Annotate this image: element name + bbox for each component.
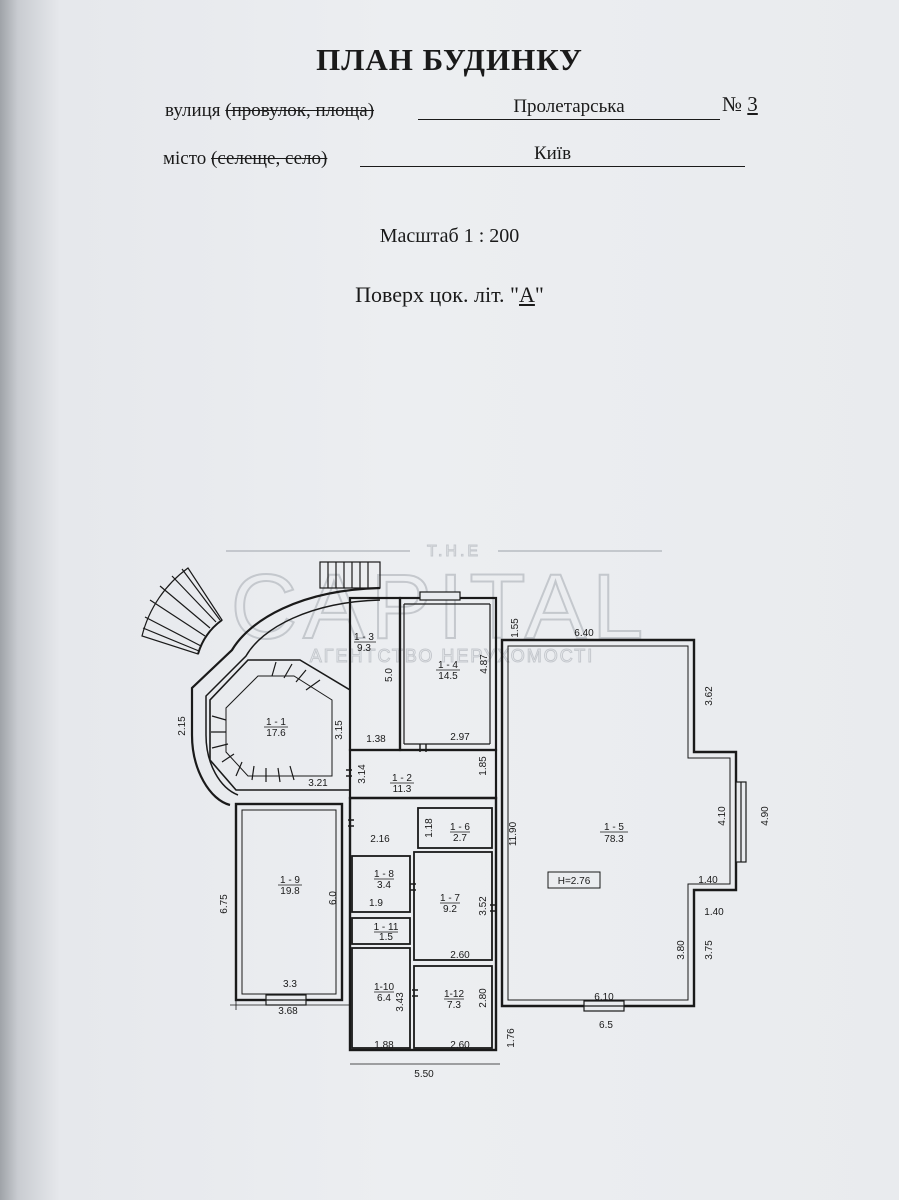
dim-6-75: 6.75 xyxy=(219,894,230,914)
room-1-8-area: 3.4 xyxy=(377,880,391,891)
dim-1-18: 1.18 xyxy=(424,818,435,838)
room-1-3-area: 9.3 xyxy=(357,643,371,654)
dim-2-97: 2.97 xyxy=(450,732,470,743)
room-1-10-area: 6.4 xyxy=(377,993,391,1004)
height-label: H=2.76 xyxy=(558,876,591,887)
dim-3-68: 3.68 xyxy=(278,1006,298,1017)
scale-text: Масштаб 1 : 200 xyxy=(379,225,520,247)
dim-3-43: 3.43 xyxy=(395,992,406,1012)
room-1-1-id: 1 - 1 xyxy=(266,717,286,728)
room-1-7-id: 1 - 7 xyxy=(440,893,460,904)
dim-6-40: 6.40 xyxy=(574,628,594,639)
dim-4-87: 4.87 xyxy=(479,654,490,674)
room-1-2-area: 11.3 xyxy=(393,784,412,795)
dim-11-90: 11.90 xyxy=(508,821,519,846)
room-1-11-id: 1 - 11 xyxy=(374,922,399,933)
dim-3-52: 3.52 xyxy=(478,896,489,916)
curved-stairs xyxy=(141,567,223,655)
room-1-5-id: 1 - 5 xyxy=(604,822,624,833)
walls xyxy=(141,561,747,1052)
city-struck-options: (селеще, село) xyxy=(211,148,328,169)
dim-1-38: 1.38 xyxy=(366,734,386,745)
watermark: T.H.E CAPITAL АГЕНТСТВО НЕРУХОМОСТІ xyxy=(226,543,662,667)
city-value: Київ xyxy=(360,143,745,167)
dim-1-55: 1.55 xyxy=(510,618,521,638)
room-1-7-area: 9.2 xyxy=(443,904,457,915)
room-labels: 1 - 3 9.3 1 - 4 14.5 1 - 1 17.6 1 - 2 11… xyxy=(264,632,628,1011)
document-title: ПЛАН БУДИНКУ xyxy=(316,42,583,77)
street-value: Пролетарська xyxy=(418,96,720,120)
room-1-4-id: 1 - 4 xyxy=(438,660,458,671)
dim-2-60-b: 2.60 xyxy=(450,1040,470,1051)
room-1-9-area: 19.8 xyxy=(280,886,300,897)
watermark-main: CAPITAL xyxy=(231,556,650,658)
dim-2-15: 2.15 xyxy=(177,716,188,736)
dim-3-14: 3.14 xyxy=(357,764,368,784)
room-1-8-id: 1 - 8 xyxy=(374,869,394,880)
entrance-stairs xyxy=(319,561,381,589)
dim-3-21: 3.21 xyxy=(308,778,328,789)
room-1-5-area: 78.3 xyxy=(604,834,624,845)
dim-5-0: 5.0 xyxy=(384,668,395,682)
dim-1-40-b: 1.40 xyxy=(704,907,724,918)
room-1-6-area: 2.7 xyxy=(453,833,467,844)
dim-1-76: 1.76 xyxy=(506,1028,517,1048)
dim-3-75: 3.75 xyxy=(704,940,715,960)
street-struck-options: (провулок, площа) xyxy=(225,100,375,121)
dim-6-0: 6.0 xyxy=(328,891,339,905)
dim-4-90: 4.90 xyxy=(760,806,771,826)
dim-6-5: 6.5 xyxy=(599,1020,613,1031)
room-1-4-area: 14.5 xyxy=(438,671,458,682)
room-1-6-id: 1 - 6 xyxy=(450,822,470,833)
dim-2-60-a: 2.60 xyxy=(450,950,470,961)
dim-4-10: 4.10 xyxy=(717,806,728,826)
room-1-11-area: 1.5 xyxy=(379,932,393,943)
dim-3-62: 3.62 xyxy=(704,686,715,706)
room-1-1-area: 17.6 xyxy=(266,728,286,739)
dim-3-80: 3.80 xyxy=(676,940,687,960)
watermark-top: T.H.E xyxy=(427,543,481,560)
room-1-10-id: 1-10 xyxy=(374,982,394,993)
floor-prefix: Поверх цок. літ. " xyxy=(355,282,520,307)
dim-2-80: 2.80 xyxy=(478,988,489,1008)
dim-3-3: 3.3 xyxy=(283,979,297,990)
dim-6-10: 6.10 xyxy=(594,992,614,1003)
number-label: № xyxy=(722,92,743,116)
dim-1-88: 1.88 xyxy=(374,1040,394,1051)
street-row: вулиця (провулок, площа) xyxy=(165,100,374,122)
street-label: вулиця xyxy=(165,100,221,121)
floor-letter: А xyxy=(519,282,535,307)
floor-text: Поверх цок. літ. "А" xyxy=(0,282,899,308)
room-1-12-id: 1-12 xyxy=(444,989,464,1000)
room-1-9-id: 1 - 9 xyxy=(280,875,300,886)
city-row: місто (селеще, село) xyxy=(163,148,327,170)
dim-3-15: 3.15 xyxy=(334,720,345,740)
floor-suffix: " xyxy=(534,282,544,307)
dim-1-85: 1.85 xyxy=(478,756,489,776)
watermark-sub: АГЕНТСТВО НЕРУХОМОСТІ xyxy=(310,646,594,666)
city-label: місто xyxy=(163,148,207,169)
dim-1-9: 1.9 xyxy=(369,898,383,909)
room-1-2-id: 1 - 2 xyxy=(392,773,412,784)
height-box xyxy=(547,871,601,889)
dim-1-40-a: 1.40 xyxy=(698,875,718,886)
house-number: 3 xyxy=(747,92,758,116)
room-1-12-area: 7.3 xyxy=(447,1000,461,1011)
dim-5-50: 5.50 xyxy=(414,1069,434,1080)
house-number-row: № 3 xyxy=(722,92,758,117)
room-1-3-id: 1 - 3 xyxy=(354,632,374,643)
dim-2-16: 2.16 xyxy=(370,834,390,845)
dimension-labels: 1.55 6.40 3.62 4.10 4.90 1.40 1.40 3.80 … xyxy=(177,618,771,1080)
